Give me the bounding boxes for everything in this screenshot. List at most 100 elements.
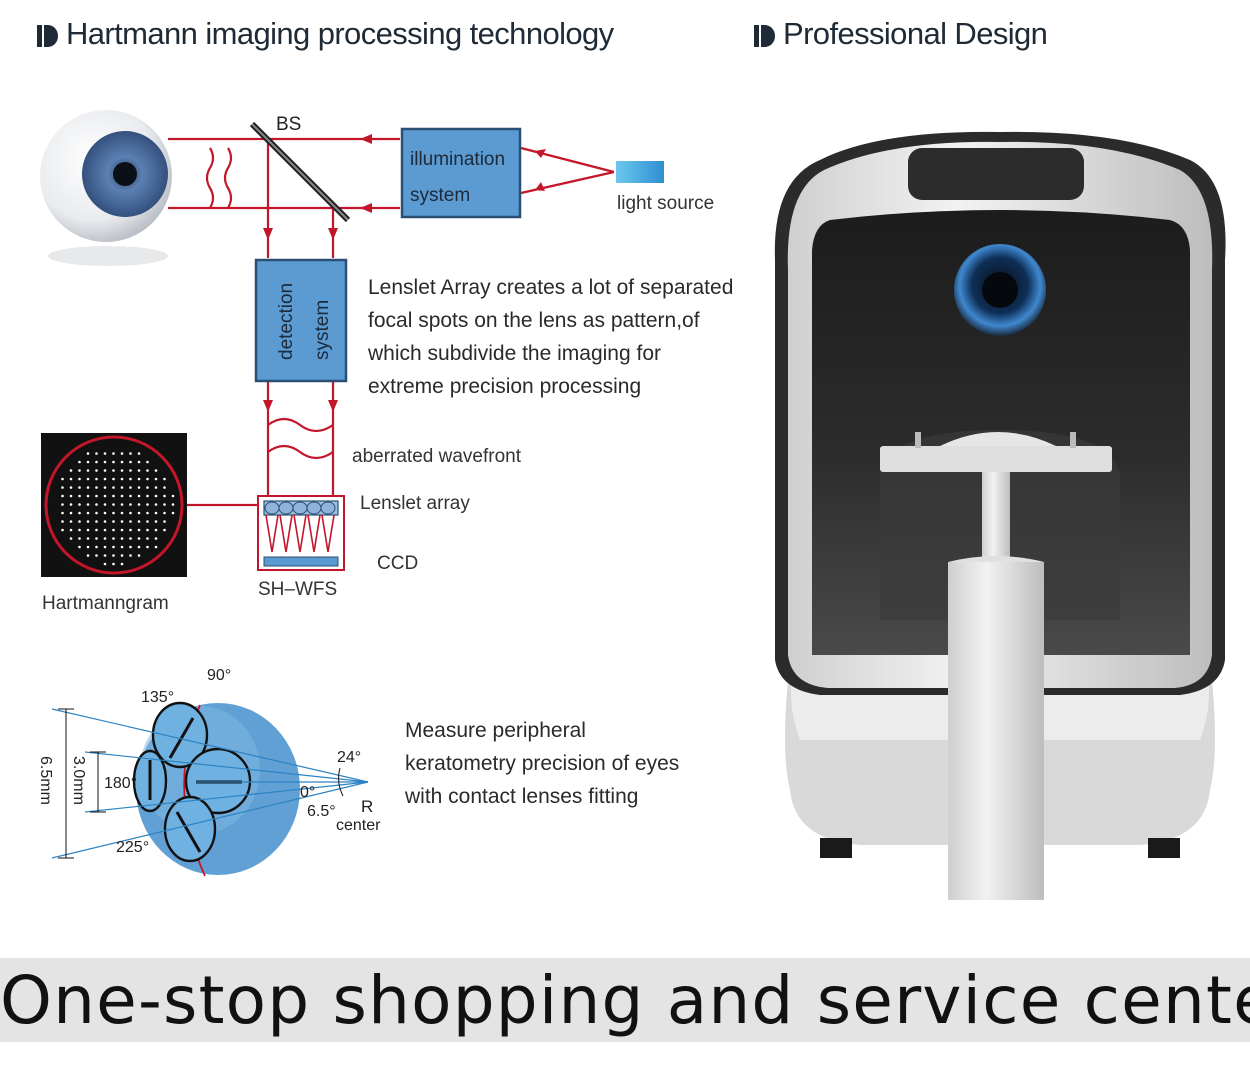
hartmanngram-dot — [112, 460, 115, 464]
hartmanngram-dot — [95, 452, 98, 455]
hartmanngram-dot — [95, 477, 98, 481]
aberrated-wavefront-label: aberrated wavefront — [352, 446, 521, 467]
hartmanngram-dot — [86, 528, 90, 532]
hartmanngram-dot — [61, 511, 64, 515]
hartmanngram-dot — [112, 545, 115, 549]
left-heading-text: Hartmann imaging processing technology — [66, 16, 614, 51]
keratometry-diagram: 90° 135° 180° 225° 24° 0° 6.5° R center … — [37, 667, 381, 877]
right-heading: Professional Design — [753, 16, 1048, 52]
optical-rays — [168, 137, 615, 507]
detection-label-2: system — [312, 300, 333, 360]
hartmanngram-dot — [137, 460, 141, 464]
hartmanngram-dot — [86, 452, 90, 455]
hartmanngram-dot — [112, 494, 115, 498]
hartmanngram-dot — [120, 528, 124, 532]
hartmanngram-dot — [146, 511, 149, 515]
hartmanngram-dot — [78, 545, 81, 549]
angle-180-label: 180° — [104, 775, 137, 792]
hartmanngram-dot — [112, 528, 115, 532]
keratometry-desc-line: with contact lenses fitting — [405, 785, 639, 808]
hartmanngram-dot — [86, 545, 90, 549]
hartmanngram-dot — [154, 477, 158, 481]
hartmanngram-dot — [146, 528, 149, 532]
hartmanngram-dot — [95, 537, 98, 540]
angle-24-label: 24° — [337, 749, 361, 766]
hartmanngram-dot — [120, 477, 124, 481]
hartmanngram-dot — [95, 469, 98, 472]
hartmanngram-dot — [146, 494, 149, 498]
hartmanngram-dot — [86, 469, 90, 472]
hartmanngram-dot — [163, 528, 166, 532]
hartmanngram-dot — [171, 494, 175, 498]
right-heading-text: Professional Design — [783, 16, 1048, 51]
hartmanngram-dot — [69, 520, 73, 523]
hartmanngram-dot — [95, 554, 98, 557]
hartmanngram-dot — [146, 469, 149, 472]
hartmanngram-dot — [103, 545, 107, 549]
hartmanngram-dot — [154, 545, 158, 549]
hartmanngram-dot — [103, 477, 107, 481]
hartmanngram-dot — [154, 520, 158, 523]
banner-text: One-stop shopping and service center — [0, 962, 1250, 1039]
hartmanngram-dot — [78, 494, 81, 498]
hartmanngram-dot — [146, 503, 149, 506]
hartmanngram-dot — [86, 503, 90, 506]
hartmanngram-dot — [69, 503, 73, 506]
illumination-label-2: system — [410, 185, 470, 206]
hartmanngram-dot — [112, 520, 115, 523]
hartmanngram-dot — [120, 452, 124, 455]
detection-box — [254, 258, 348, 383]
center-label: center — [336, 817, 381, 834]
angle-135-label: 135° — [141, 689, 174, 706]
hartmanngram-dot — [103, 528, 107, 532]
hartmanngram-dot — [112, 469, 115, 472]
hartmanngram-dot — [163, 494, 166, 498]
hartmanngram-dot — [61, 520, 64, 523]
hartmanngram-dot — [112, 452, 115, 455]
hartmanngram-dot — [61, 486, 64, 489]
hartmanngram-dot — [103, 486, 107, 489]
hartmanngram-dot — [129, 511, 132, 515]
hartmanngram-dot — [78, 477, 81, 481]
hartmanngram-dot — [129, 460, 132, 464]
hartmanngram-dot — [95, 511, 98, 515]
hartmanngram-dot — [137, 511, 141, 515]
hartmanngram-dot — [129, 545, 132, 549]
hartmanngram-dot — [112, 562, 115, 566]
hartmanngram-dot — [86, 460, 90, 464]
hartmanngram-dot — [112, 554, 115, 557]
hartmanngram-dot — [120, 469, 124, 472]
hartmanngram-dot — [154, 469, 158, 472]
hartmanngram-dot — [103, 562, 107, 566]
hartmanngram-dot — [69, 477, 73, 481]
hartmanngram-dot — [86, 486, 90, 489]
hartmanngram-dot — [137, 452, 141, 455]
hartmanngram-dot — [78, 511, 81, 515]
lenslet-desc-line: focal spots on the lens as pattern,of — [368, 309, 700, 332]
hartmanngram-dot — [120, 511, 124, 515]
hartmanngram-dot — [154, 511, 158, 515]
heading-marker-icon — [37, 24, 58, 47]
hartmanngram-dot — [137, 537, 141, 540]
hartmanngram-dot — [61, 477, 64, 481]
hartmanngram-dot — [61, 503, 64, 506]
hartmanngram-dot — [95, 494, 98, 498]
hartmanngram-label: Hartmanngram — [42, 593, 169, 614]
hartmanngram-dot — [95, 520, 98, 523]
hartmanngram-dot — [137, 477, 141, 481]
keratometry-description: Measure peripheral keratometry precision… — [405, 714, 745, 813]
hartmanngram-dot — [78, 537, 81, 540]
hartmanngram-dot — [163, 477, 166, 481]
lenslet-desc-line: which subdivide the imaging for — [368, 342, 661, 365]
hartmanngram-dot — [120, 494, 124, 498]
hartmanngram-dot — [86, 494, 90, 498]
hartmanngram-dot — [69, 511, 73, 515]
hartmanngram-dot — [103, 554, 107, 557]
hartmanngram-dot — [120, 520, 124, 523]
hartmanngram-dot — [103, 503, 107, 506]
hartmanngram-dot — [171, 511, 175, 515]
hartmanngram-dot — [69, 486, 73, 489]
hartmann-diagram: BS illumination system light source dete… — [37, 110, 714, 877]
hartmanngram-dot — [146, 486, 149, 489]
sh-wfs-assembly — [257, 495, 345, 571]
